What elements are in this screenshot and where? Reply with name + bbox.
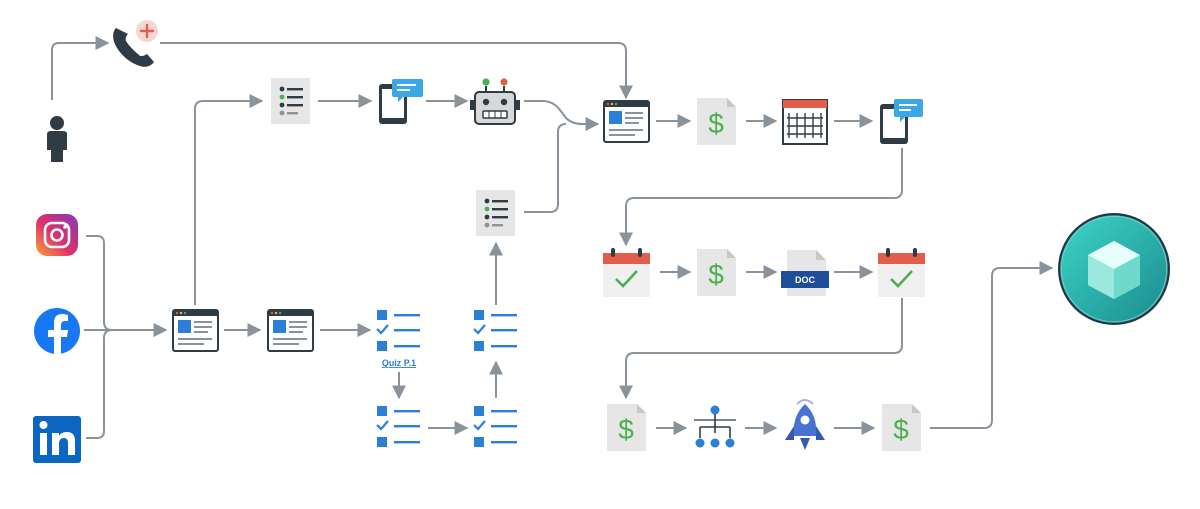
facebook-icon [34,308,80,354]
cube-logo-icon [1058,213,1170,325]
mobile-notification-icon [880,99,923,144]
calendar-check-icon [603,248,650,297]
svg-text:$: $ [708,108,724,139]
connector [194,94,264,305]
web-page-icon [603,100,650,143]
connector [619,298,903,400]
connectors [51,36,1054,439]
linkedin-icon [33,416,81,463]
mobile-message-icon [379,79,423,124]
quiz-answer-icon [376,406,420,447]
person-icon [47,116,67,162]
connector [930,261,1054,429]
quiz-label[interactable]: Quiz P.1 [382,358,416,368]
form-list-icon [271,78,310,124]
checklist-list-icon [476,190,515,236]
connector [86,329,113,439]
rocket-icon [785,399,825,450]
instagram-icon [36,214,78,256]
svg-text:$: $ [618,414,634,445]
doc-label: DOC [795,275,816,285]
invoice-icon: $ [697,249,736,296]
calendar-check-icon [878,248,925,297]
connector [524,123,567,213]
hierarchy-icon [694,405,736,448]
svg-text:$: $ [893,414,909,445]
connector [51,36,110,100]
doc-file-icon: DOC [781,250,829,296]
invoice-icon: $ [882,404,921,451]
connector [86,235,168,337]
quiz-step-icon [473,310,517,351]
invoice-icon: $ [607,404,646,451]
connector [160,42,633,100]
invoice-icon: $ [697,98,736,145]
calendar-grid-icon [782,99,828,145]
robot-icon [470,78,520,125]
quiz-result-icon [473,406,517,447]
connector [619,148,903,247]
phone-add-icon [113,20,158,67]
landing-page-icon [172,309,219,352]
quiz-icon: Quiz P.1 [376,310,420,368]
svg-text:$: $ [708,259,724,290]
connector [524,100,600,131]
crm-page-icon [267,309,314,352]
